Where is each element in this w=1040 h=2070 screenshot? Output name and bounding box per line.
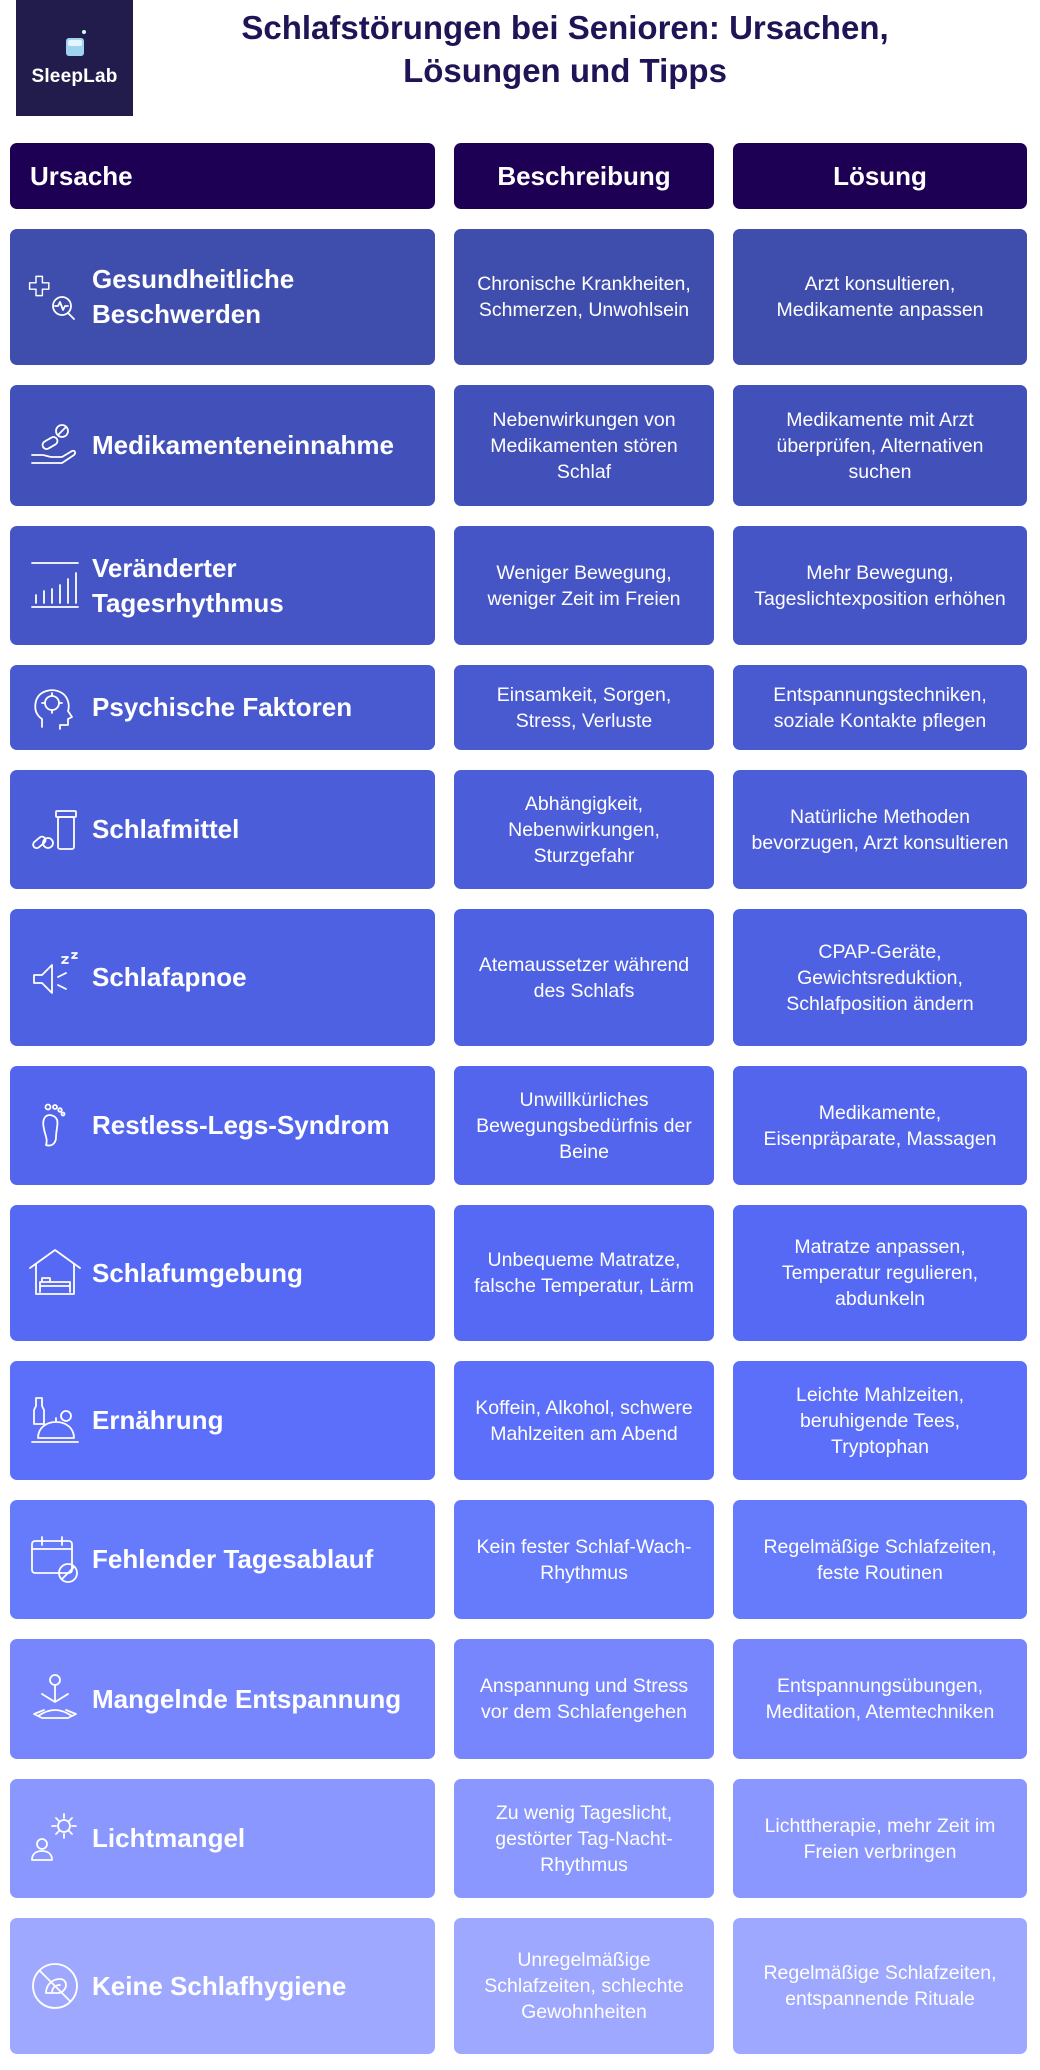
cause-label: Schlafumgebung [92, 1257, 303, 1288]
cause-cell: Mangelnde Entspannung [10, 1639, 435, 1759]
sleeplab-logo: SleepLab [16, 0, 133, 116]
table-row: Mangelnde Entspannung Anspannung und Stre… [10, 1639, 1028, 1759]
cause-cell: Psychische Faktoren [10, 665, 435, 750]
solution-cell: Mehr Bewegung, Tageslichtexposition erhö… [733, 526, 1027, 645]
table-row: Keine Schlafhygiene Unregelmäßige Schlafz… [10, 1918, 1028, 2054]
head-mind-icon [28, 681, 82, 735]
header-cause: Ursache [10, 143, 435, 209]
cause-label: Mangelnde Entspannung [92, 1683, 402, 1714]
logo-text: SleepLab [31, 66, 118, 87]
cause-cell: Gesundheitliche Beschwerden [10, 229, 435, 365]
solution-cell: Regelmäßige Schlafzeiten, feste Routinen [733, 1500, 1027, 1619]
pill-bottle-icon [28, 803, 82, 857]
description-cell: Koffein, Alkohol, schwere Mahlzeiten am … [454, 1361, 714, 1480]
solution-cell: Entspannungsübungen, Meditation, Atemtec… [733, 1639, 1027, 1759]
solution-cell: CPAP-Geräte, Gewichtsreduktion, Schlafpo… [733, 909, 1027, 1046]
calendar-blocked-icon [28, 1533, 82, 1587]
cause-label: Schlafapnoe [92, 962, 247, 992]
description-cell: Kein fester Schlaf-Wach-Rhythmus [454, 1500, 714, 1619]
cause-label: Psychische Faktoren [92, 692, 353, 722]
table-row: Ernährung Koffein, Alkohol, schwere Mahlz… [10, 1361, 1028, 1480]
cause-label: Medikamenteneinnahme [92, 430, 394, 460]
bed-logo-icon [65, 30, 86, 56]
description-cell: Nebenwirkungen von Medikamenten stören S… [454, 385, 714, 506]
pill-hand-icon [28, 419, 82, 473]
description-cell: Chronische Krankheiten, Schmerzen, Unwoh… [454, 229, 714, 365]
cause-label: Schlafmittel [92, 814, 240, 844]
solution-cell: Medikamente, Eisenpräparate, Massagen [733, 1066, 1027, 1185]
table-row: Restless-Legs-Syndrom Unwillkürliches Bew… [10, 1066, 1028, 1185]
description-cell: Unwillkürliches Bewegungsbedürfnis der B… [454, 1066, 714, 1185]
description-cell: Anspannung und Stress vor dem Schlafenge… [454, 1639, 714, 1759]
cause-cell: Fehlender Tagesablauf [10, 1500, 435, 1619]
description-cell: Zu wenig Tageslicht, gestörter Tag-Nacht… [454, 1779, 714, 1898]
solution-cell: Medikamente mit Arzt überprüfen, Alterna… [733, 385, 1027, 506]
description-cell: Weniger Bewegung, weniger Zeit im Freien [454, 526, 714, 645]
bar-chart-icon [28, 559, 82, 613]
cause-label: Gesundheitliche Beschwerden [92, 264, 295, 329]
header-description: Beschreibung [454, 143, 714, 209]
table-row: Gesundheitliche Beschwerden Chronische Kr… [10, 229, 1028, 365]
cause-cell: Lichtmangel [10, 1779, 435, 1898]
title-line-1: Schlafstörungen bei Senioren: Ursachen, [241, 9, 889, 46]
table-row: Lichtmangel Zu wenig Tageslicht, gestörte… [10, 1779, 1028, 1898]
cause-label: Ernährung [92, 1405, 224, 1435]
cause-cell: Restless-Legs-Syndrom [10, 1066, 435, 1185]
description-cell: Abhängigkeit, Nebenwirkungen, Sturzgefah… [454, 770, 714, 889]
description-cell: Atemaussetzer während des Schlafs [454, 909, 714, 1046]
table-row: Veränderter Tagesrhythmus Weniger Bewegun… [10, 526, 1028, 645]
foot-icon [28, 1099, 82, 1153]
table-row: Psychische Faktoren Einsamkeit, Sorgen, S… [10, 665, 1028, 750]
cause-cell: Medikamenteneinnahme [10, 385, 435, 506]
description-cell: Unregelmäßige Schlafzeiten, schlechte Ge… [454, 1918, 714, 2054]
cause-label: Keine Schlafhygiene [92, 1970, 347, 2001]
cause-cell: Keine Schlafhygiene [10, 1918, 435, 2054]
solution-cell: Arzt konsultieren, Medikamente anpassen [733, 229, 1027, 365]
description-cell: Einsamkeit, Sorgen, Stress, Verluste [454, 665, 714, 750]
header-solution: Lösung [733, 143, 1027, 209]
cause-label: Fehlender Tagesablauf [92, 1544, 374, 1574]
solution-cell: Matratze anpassen, Temperatur regulieren… [733, 1205, 1027, 1341]
cause-cell: Veränderter Tagesrhythmus [10, 526, 435, 645]
person-sun-icon [28, 1812, 82, 1866]
no-hygiene-icon [28, 1959, 82, 2013]
solution-cell: Entspannungstechniken, soziale Kontakte … [733, 665, 1027, 750]
home-bed-icon [28, 1246, 82, 1300]
title-line-2: Lösungen und Tipps [403, 52, 727, 89]
description-cell: Unbequeme Matratze, falsche Temperatur, … [454, 1205, 714, 1341]
page-title: Schlafstörungen bei Senioren: Ursachen, … [150, 6, 980, 92]
solution-cell: Regelmäßige Schlafzeiten, entspannende R… [733, 1918, 1027, 2054]
table-header: Ursache Beschreibung Lösung [10, 143, 1028, 209]
table-row: Fehlender Tagesablauf Kein fester Schlaf-… [10, 1500, 1028, 1619]
meditation-icon [28, 1672, 82, 1726]
solution-cell: Lichttherapie, mehr Zeit im Freien verbr… [733, 1779, 1027, 1898]
table-row: Schlafapnoe Atemaussetzer während des Sch… [10, 909, 1028, 1046]
cause-cell: Schlafumgebung [10, 1205, 435, 1341]
food-icon [28, 1394, 82, 1448]
table-row: Medikamenteneinnahme Nebenwirkungen von M… [10, 385, 1028, 506]
cause-cell: Schlafmittel [10, 770, 435, 889]
cause-label: Veränderter Tagesrhythmus [92, 552, 284, 618]
cause-cell: Schlafapnoe [10, 909, 435, 1046]
table-row: Schlafumgebung Unbequeme Matratze, falsch… [10, 1205, 1028, 1341]
solution-cell: Leichte Mahlzeiten, beruhigende Tees, Tr… [733, 1361, 1027, 1480]
snore-icon [28, 951, 82, 1005]
table-row: Schlafmittel Abhängigkeit, Nebenwirkungen… [10, 770, 1028, 889]
cause-label: Lichtmangel [92, 1823, 246, 1853]
causes-table: Ursache Beschreibung Lösung Gesundheitli… [10, 143, 1028, 2054]
solution-cell: Natürliche Methoden bevorzugen, Arzt kon… [733, 770, 1027, 889]
cause-label: Restless-Legs-Syndrom [92, 1110, 390, 1140]
cause-cell: Ernährung [10, 1361, 435, 1480]
medical-search-icon [28, 270, 82, 324]
